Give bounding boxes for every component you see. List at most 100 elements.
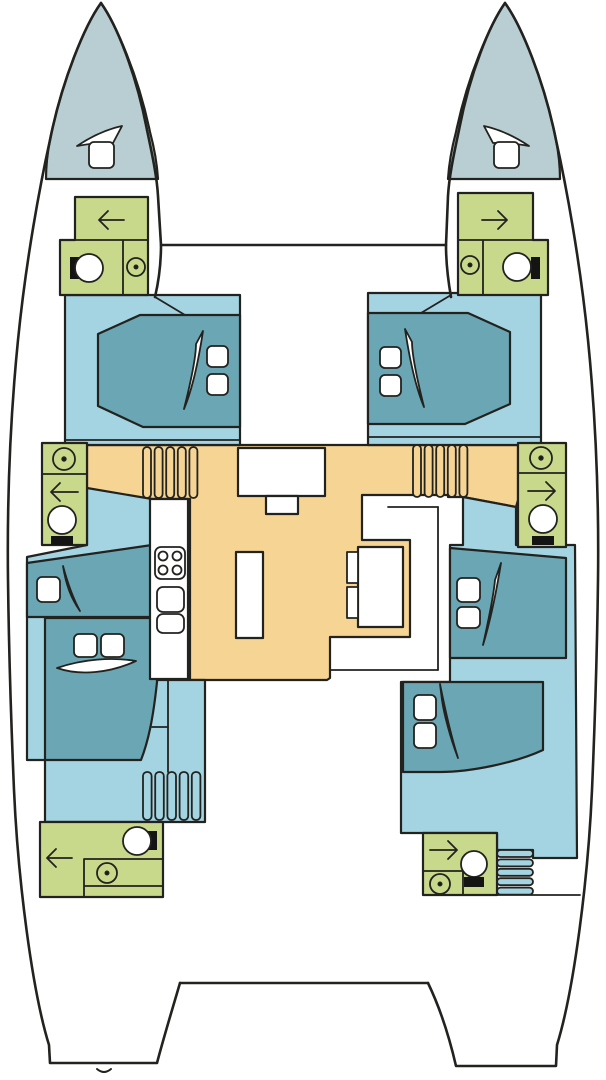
pillow bbox=[206, 373, 229, 396]
sink-icon bbox=[52, 447, 76, 471]
stair-step bbox=[435, 444, 446, 498]
stair-step bbox=[165, 446, 176, 499]
stair-step bbox=[166, 771, 177, 821]
pillow bbox=[100, 633, 125, 658]
starboard-hull-outline bbox=[426, 1, 600, 1068]
blanket-dart-icon bbox=[62, 565, 81, 612]
toilet-tank bbox=[51, 536, 73, 545]
berth-dart-icon bbox=[76, 125, 123, 147]
toilet-icon bbox=[122, 826, 157, 856]
stair-step bbox=[496, 849, 534, 858]
toilet-tank bbox=[532, 536, 554, 545]
stair-step bbox=[190, 771, 202, 821]
shower-arrow-icon bbox=[46, 848, 73, 868]
pillow bbox=[206, 345, 229, 368]
stair-step bbox=[496, 858, 534, 868]
stair-step bbox=[446, 444, 457, 498]
blanket-dart-icon bbox=[183, 330, 204, 410]
starboard-mid-head bbox=[516, 441, 568, 549]
pillow bbox=[456, 577, 481, 603]
blanket-dart-icon bbox=[482, 562, 502, 646]
sink-icon bbox=[126, 257, 146, 277]
port-aft-head bbox=[38, 820, 165, 899]
blanket-dart-icon bbox=[439, 683, 459, 759]
saloon bbox=[85, 443, 520, 682]
port-companionway-stairs bbox=[142, 446, 199, 499]
galley bbox=[148, 497, 190, 681]
sink-icon bbox=[96, 862, 118, 884]
stair-step bbox=[496, 877, 534, 887]
toilet-tank bbox=[148, 831, 157, 850]
stair-step bbox=[154, 771, 165, 821]
stove-burners bbox=[157, 550, 183, 576]
pillow bbox=[379, 374, 402, 397]
sink-basin-icon bbox=[156, 586, 185, 613]
island-counter bbox=[234, 550, 265, 640]
hull-outlines bbox=[6, 1, 600, 1073]
partition-lines bbox=[64, 294, 542, 773]
stair-step bbox=[142, 771, 153, 821]
toilet-icon bbox=[70, 253, 104, 283]
shower-arrow-icon bbox=[527, 481, 556, 501]
head-partition bbox=[83, 858, 164, 898]
port-mid-head bbox=[40, 441, 89, 547]
toilet-bowl bbox=[47, 505, 77, 535]
starboard-bow-berth bbox=[446, 1, 562, 181]
sink-icon bbox=[529, 446, 553, 470]
stair-step bbox=[496, 886, 534, 896]
stove-icon bbox=[154, 546, 186, 580]
deck-hatch-icon bbox=[88, 141, 115, 169]
toilet-icon bbox=[460, 850, 488, 887]
head-partition bbox=[422, 870, 464, 896]
toilet-icon bbox=[502, 252, 540, 282]
nav-console bbox=[236, 446, 327, 498]
stair-step bbox=[423, 444, 434, 498]
deck-hatch-icon bbox=[493, 141, 520, 169]
dinette-seat bbox=[346, 586, 359, 619]
stair-step bbox=[412, 444, 422, 498]
port-forward-head bbox=[58, 195, 150, 297]
toilet-bowl bbox=[460, 850, 488, 878]
toilet-icon bbox=[528, 504, 558, 545]
pillow bbox=[413, 722, 437, 749]
port-forward-berth bbox=[96, 313, 242, 429]
keel-mark bbox=[96, 1068, 112, 1073]
blanket-dart-icon bbox=[56, 658, 137, 674]
starboard-aft-head bbox=[421, 831, 581, 897]
dinette-bench-lines bbox=[329, 506, 439, 671]
starboard-hull-inner-edge bbox=[444, 1, 507, 299]
pillow bbox=[73, 633, 98, 658]
starboard-companionway-stairs bbox=[412, 444, 469, 498]
starboard-aft-stairs bbox=[496, 849, 534, 896]
port-aft-stairs bbox=[142, 771, 202, 821]
dinette-seat bbox=[346, 551, 359, 584]
pillow bbox=[36, 576, 61, 603]
port-hull-outline bbox=[6, 1, 182, 1065]
starboard-mid-berth bbox=[448, 546, 568, 660]
toilet-bowl bbox=[528, 504, 558, 534]
shower-arrow-icon bbox=[429, 840, 458, 860]
toilet-bowl bbox=[122, 826, 152, 856]
berths bbox=[25, 311, 568, 774]
shower-arrow-icon bbox=[481, 210, 508, 230]
toilet-tank bbox=[531, 257, 540, 279]
shower-arrow-icon bbox=[98, 210, 125, 230]
pillow bbox=[379, 346, 402, 369]
sink-basin-icon bbox=[156, 613, 185, 634]
head-partition bbox=[74, 239, 149, 296]
dinette-table bbox=[356, 545, 405, 629]
toilet-tank bbox=[464, 877, 484, 887]
stair-step bbox=[153, 446, 164, 499]
stair-step bbox=[188, 446, 199, 499]
pillow bbox=[456, 606, 481, 629]
sink-icon bbox=[429, 873, 451, 895]
toilet-bowl bbox=[502, 252, 532, 282]
toilet-bowl bbox=[74, 253, 104, 283]
toilet-icon bbox=[47, 505, 77, 545]
saloon-floor bbox=[85, 443, 520, 682]
sink-icon bbox=[460, 255, 480, 275]
starboard-aft-berth bbox=[401, 680, 545, 774]
starboard-forward-head bbox=[456, 191, 550, 297]
